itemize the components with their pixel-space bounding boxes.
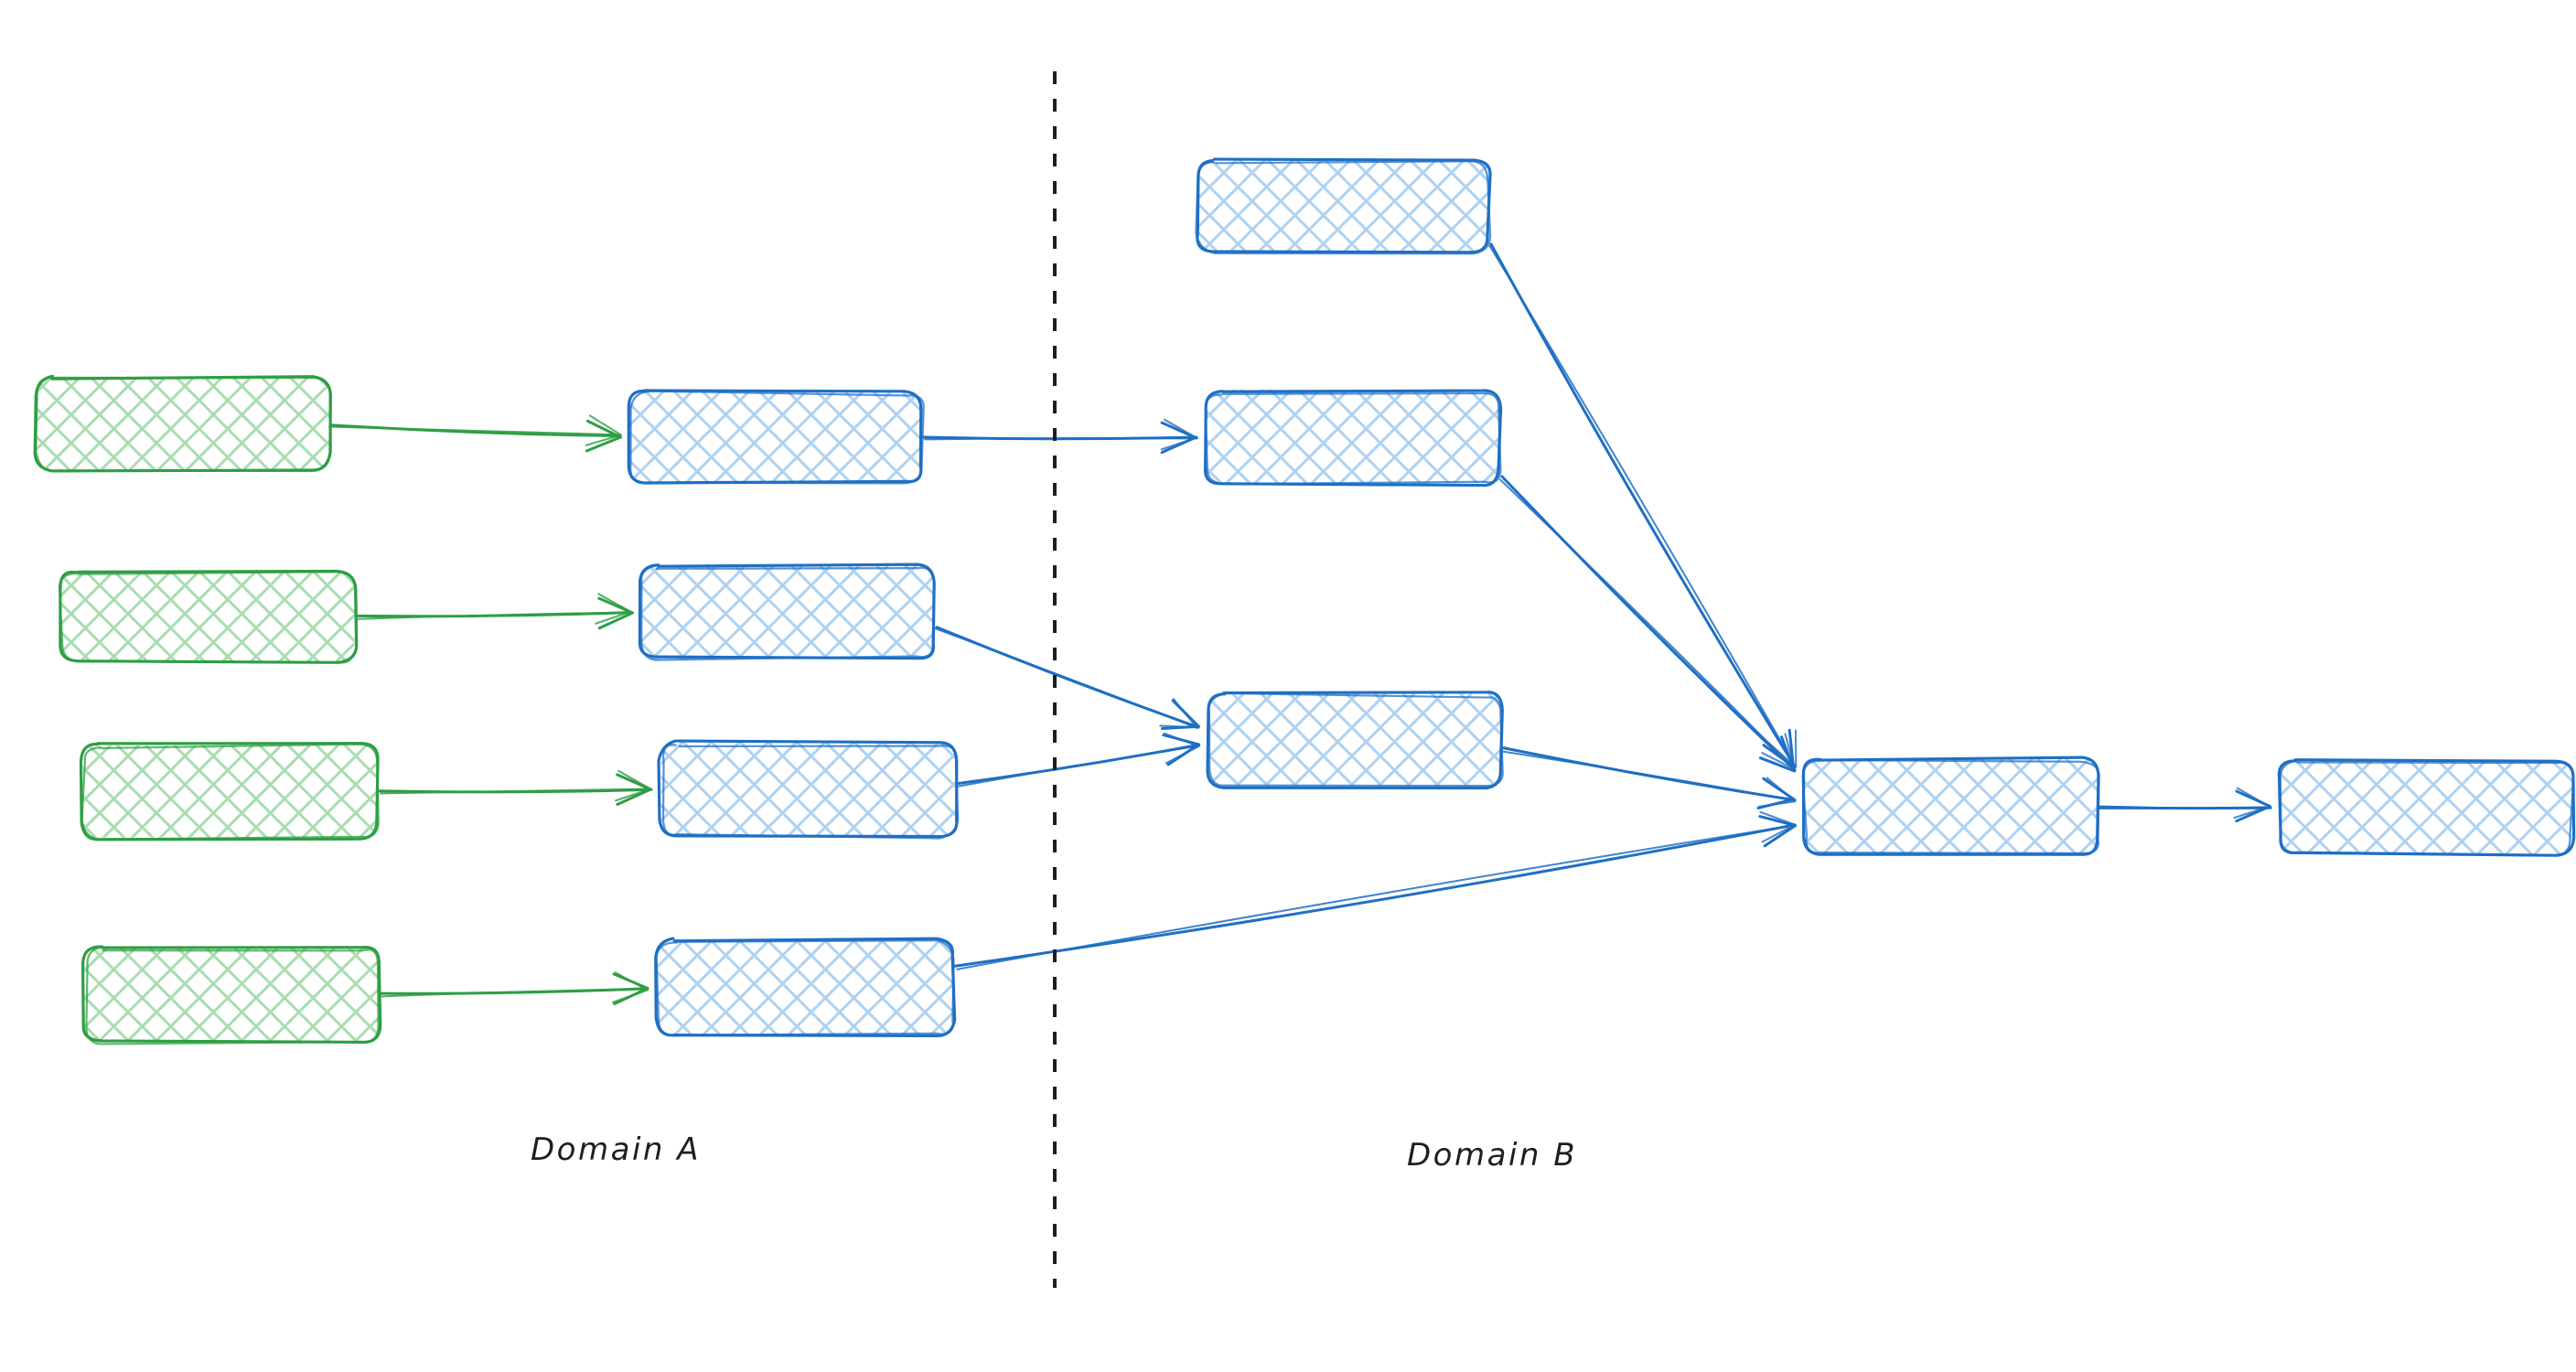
edge-e-d1-e1[interactable] (2098, 787, 2272, 823)
node-outline-echo (655, 939, 955, 1036)
edge-shaft-echo (381, 988, 649, 998)
edge-e-b4-d1[interactable] (953, 810, 1798, 970)
node-a1[interactable] (33, 374, 333, 473)
node-outline (627, 389, 923, 485)
edge-e-b3-c3[interactable] (957, 732, 1201, 788)
node-outline-echo (1204, 391, 1502, 486)
node-fill (1207, 693, 1504, 787)
edge-shaft-echo (934, 627, 1199, 729)
nodes-layer (33, 157, 2576, 1045)
edge-arrowhead (597, 596, 635, 630)
node-b2[interactable] (638, 563, 936, 661)
node-a3[interactable] (79, 742, 380, 841)
edge-arrowhead (2233, 787, 2270, 820)
edge-e-a2-b2[interactable] (355, 593, 635, 630)
node-fill (656, 939, 954, 1035)
edge-e-c3-d1[interactable] (1501, 746, 1797, 809)
edge-shaft-echo (957, 745, 1201, 788)
edge-shaft-echo (1488, 244, 1797, 767)
node-e1[interactable] (2277, 758, 2576, 857)
edge-arrowhead (615, 769, 652, 802)
node-outline-echo (58, 571, 359, 664)
edge-arrowhead (611, 971, 649, 1003)
node-fill (628, 391, 923, 483)
node-outline-echo (1801, 758, 2100, 854)
node-outline (79, 742, 380, 841)
edge-arrowhead (585, 419, 622, 453)
edge-shaft-echo (357, 611, 633, 620)
edge-shaft-echo (327, 425, 620, 436)
edge-arrowhead (1159, 698, 1198, 729)
node-c3[interactable] (1206, 691, 1504, 790)
node-outline-echo (629, 390, 925, 485)
node-b1[interactable] (627, 389, 925, 485)
edge-arrowhead (1160, 418, 1197, 451)
node-fill (639, 563, 935, 659)
node-outline-echo (661, 744, 960, 840)
edge-e-a4-b4[interactable] (379, 971, 649, 1006)
node-c1[interactable] (1195, 157, 1492, 255)
node-fill (59, 570, 355, 663)
node-fill (660, 741, 958, 837)
node-fill (83, 946, 380, 1044)
edge-e-a1-b1[interactable] (327, 414, 623, 453)
node-fill (36, 376, 330, 470)
label-domain-b: Domain B (1407, 1137, 1577, 1174)
edge-arrowhead (595, 593, 632, 625)
node-outline-echo (1195, 160, 1492, 255)
node-outline-echo (1208, 691, 1504, 788)
edge-shaft (1489, 242, 1797, 768)
edge-e-b1-c2[interactable] (922, 418, 1198, 455)
edge-arrowhead (2235, 789, 2271, 823)
node-a2[interactable] (58, 569, 359, 664)
edge-e-b2-c3[interactable] (934, 626, 1200, 730)
edge-arrowhead (1758, 735, 1797, 773)
edge-e-a3-b3[interactable] (377, 769, 653, 807)
node-outline-echo (85, 946, 380, 1045)
edge-shaft-echo (379, 788, 652, 795)
edges-layer (327, 242, 2272, 1006)
label-domain-a: Domain A (531, 1131, 701, 1168)
node-d1[interactable] (1801, 756, 2100, 856)
edge-shaft-echo (956, 824, 1795, 970)
node-b4[interactable] (654, 937, 957, 1038)
edge-arrowhead (585, 414, 623, 446)
node-outline-echo (640, 563, 936, 661)
edge-arrowhead (1757, 777, 1797, 808)
edge-shaft-echo (1501, 750, 1795, 801)
node-a4[interactable] (80, 945, 382, 1045)
edge-shaft (1500, 475, 1797, 772)
node-outline-echo (2279, 759, 2575, 857)
node-fill (82, 744, 378, 838)
node-fill (1803, 758, 2099, 855)
edge-e-c1-d1[interactable] (1488, 242, 1798, 768)
node-fill (2278, 760, 2573, 854)
edge-shaft-echo (924, 437, 1198, 441)
node-outline-echo (80, 743, 380, 841)
edge-shaft (957, 743, 1200, 786)
node-fill (1206, 389, 1502, 485)
edge-arrowhead (1761, 733, 1797, 771)
edge-e-c2-d1[interactable] (1498, 475, 1797, 773)
edge-arrowhead (1759, 810, 1796, 843)
edge-arrowhead (1163, 732, 1200, 765)
node-outline-echo (35, 376, 333, 473)
node-fill (1197, 160, 1490, 252)
edge-arrowhead (1758, 815, 1798, 848)
node-c2[interactable] (1204, 389, 1503, 488)
node-b3[interactable] (657, 739, 960, 840)
labels-layer: Domain A Domain B (531, 1131, 1577, 1174)
edge-shaft-echo (1498, 478, 1797, 771)
